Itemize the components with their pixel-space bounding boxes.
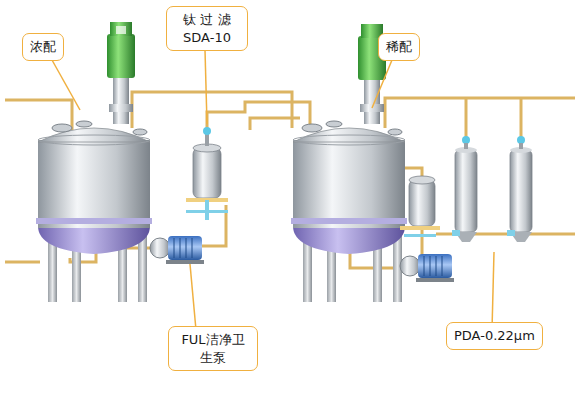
callout-leader	[52, 60, 80, 110]
callout-text: 钛 过 滤 SDA-10	[174, 11, 240, 46]
callout-text: 浓配	[30, 38, 56, 56]
callout-box: 钛 过 滤 SDA-10	[166, 6, 248, 51]
callout-box: PDA-0.22μm	[446, 322, 543, 350]
callout-leader	[190, 264, 196, 330]
callout-box: FUL洁净卫生泵	[168, 326, 258, 371]
callout-text: 稀配	[386, 38, 412, 56]
callout-text: FUL洁净卫生泵	[176, 331, 250, 366]
callout-leader	[372, 60, 392, 108]
callout-leader	[205, 50, 207, 124]
callout-text: PDA-0.22μm	[454, 327, 535, 345]
callout-box: 稀配	[378, 33, 420, 61]
callout-leader	[492, 252, 494, 330]
callout-box: 浓配	[22, 33, 64, 61]
